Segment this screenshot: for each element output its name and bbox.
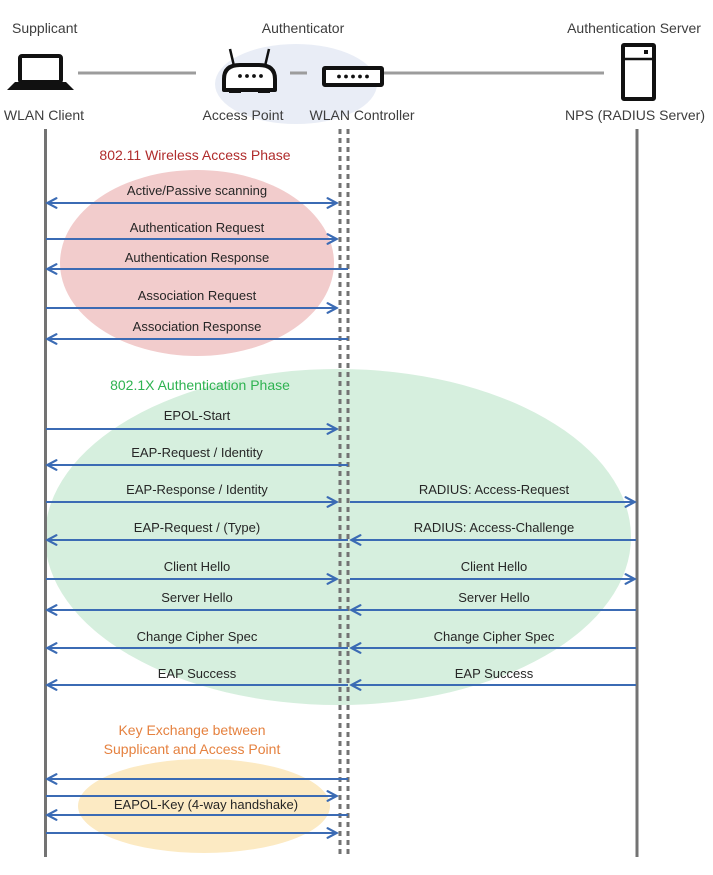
- phase3-title-line2: Supplicant and Access Point: [103, 741, 281, 757]
- device-label-wlan-client: WLAN Client: [3, 107, 85, 123]
- device-label-nps: NPS (RADIUS Server): [564, 107, 706, 123]
- message-label: EAP-Request / (Type): [133, 520, 261, 535]
- message-label: EAP Success: [157, 666, 237, 681]
- message-label: Client Hello: [460, 559, 528, 574]
- wlan-controller-icon: [322, 66, 384, 87]
- phase3-title-line1: Key Exchange between: [118, 722, 266, 738]
- message-label: Change Cipher Spec: [433, 629, 555, 644]
- message-label: Active/Passive scanning: [126, 183, 268, 198]
- server-icon: [621, 43, 656, 101]
- message-label: Client Hello: [163, 559, 231, 574]
- access-point-icon: [222, 48, 277, 93]
- message-label: EAP-Response / Identity: [126, 482, 268, 497]
- message-label: Authentication Response: [124, 250, 270, 265]
- message-label: Association Request: [137, 288, 257, 303]
- message-label: Change Cipher Spec: [136, 629, 258, 644]
- role-label-supplicant: Supplicant: [12, 20, 78, 36]
- phase2-ellipse: [45, 369, 631, 705]
- phase2-title: 802.1X Authentication Phase: [110, 377, 290, 393]
- message-label: EAPOL-Key (4-way handshake): [113, 797, 299, 812]
- phase3-ellipse: [78, 759, 330, 853]
- message-label: Authentication Request: [129, 220, 265, 235]
- laptop-icon: [7, 54, 74, 90]
- phase1-title: 802.11 Wireless Access Phase: [99, 147, 291, 163]
- message-label: Association Response: [132, 319, 262, 334]
- message-label: EAP Success: [454, 666, 534, 681]
- message-label: RADIUS: Access-Request: [418, 482, 570, 497]
- phase3-title: Key Exchange between Supplicant and Acce…: [104, 721, 281, 759]
- device-label-wlan-controller: WLAN Controller: [309, 107, 415, 123]
- message-label: RADIUS: Access-Challenge: [413, 520, 575, 535]
- message-label: Server Hello: [458, 590, 530, 605]
- role-label-auth-server: Authentication Server: [567, 20, 701, 36]
- message-label: EPOL-Start: [163, 408, 231, 423]
- phase1-ellipse: [60, 170, 334, 356]
- message-arrows-layer: [46, 203, 636, 833]
- message-label: EAP-Request / Identity: [131, 445, 263, 460]
- message-label: Server Hello: [161, 590, 233, 605]
- device-label-access-point: Access Point: [202, 107, 284, 123]
- role-label-authenticator: Authenticator: [261, 20, 345, 36]
